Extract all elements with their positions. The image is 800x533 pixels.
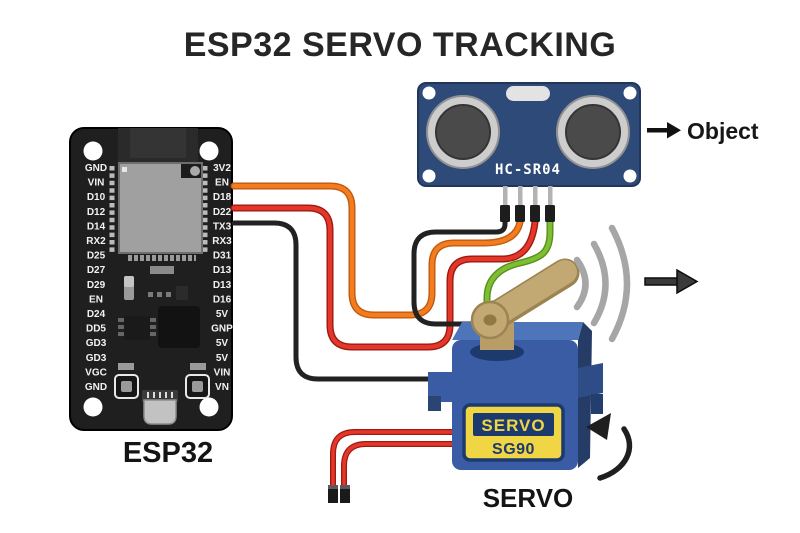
esp32-pin-label: RX2 xyxy=(86,236,106,247)
esp32-pin-label: D27 xyxy=(87,265,106,276)
esp32-pin-label: 5V xyxy=(216,338,229,349)
servo-tab-right-shadow xyxy=(591,394,603,414)
esp32-pin-label: VIN xyxy=(88,178,105,189)
hcsr04-sensor: HC-SR04 xyxy=(417,82,641,208)
esp32-pin-label: TX3 xyxy=(213,221,232,232)
servo-power-wire-outline xyxy=(330,429,459,489)
esp32-pin-label: 5V xyxy=(216,309,229,320)
esp32-pin-label: EN xyxy=(89,294,103,305)
usb-port xyxy=(142,390,178,425)
esp32-pin-label: D25 xyxy=(87,251,106,262)
mounting-hole xyxy=(623,86,637,100)
wires xyxy=(230,182,554,489)
esp32-pin-label: GD3 xyxy=(86,353,107,364)
antenna-trace xyxy=(130,128,186,158)
component-pad xyxy=(166,292,171,297)
boot-button xyxy=(185,374,210,399)
object-arrow-icon xyxy=(647,122,681,139)
wire-servo-signal-black xyxy=(231,220,455,382)
esp32-pin-label: GND xyxy=(85,163,107,174)
esp32-pin-label: DD5 xyxy=(86,324,106,335)
hcsr04-model-label: HC-SR04 xyxy=(495,162,561,178)
esp32-pin-label: D14 xyxy=(87,221,106,232)
esp32-pin-label: D22 xyxy=(213,207,232,218)
esp32-caption: ESP32 xyxy=(123,437,213,469)
esp32-pin-label: RX3 xyxy=(212,236,232,247)
esp32-pin-label: D16 xyxy=(213,294,232,305)
component-pad xyxy=(157,292,162,297)
mounting-hole xyxy=(199,141,219,161)
esp32-pin-label: VGC xyxy=(85,367,107,378)
servo-label-plate: SERVO SG90 xyxy=(462,403,565,462)
crystal-oscillator xyxy=(506,86,550,101)
servo-power-wire-outline xyxy=(341,441,459,489)
transducer-right-cone xyxy=(565,104,621,160)
servo-tab-right xyxy=(578,363,603,398)
hcsr04-pin-sleeves xyxy=(500,205,555,222)
esp32-pin-label: D24 xyxy=(87,309,106,320)
servo-power-wire-red-2 xyxy=(342,442,458,488)
esp32-pin-label: VIN xyxy=(214,367,231,378)
en-button xyxy=(114,374,139,399)
wire-gnd-green xyxy=(484,218,553,317)
wire-echo-red xyxy=(231,205,538,350)
wire-vcc-black xyxy=(411,218,508,327)
esp32-pin-label: D13 xyxy=(213,280,232,291)
esp32-pin-label: 3V2 xyxy=(213,163,231,174)
wire-trig-orange xyxy=(231,183,523,318)
transducer-left-cone xyxy=(435,104,491,160)
component-pad xyxy=(118,363,134,370)
mounting-hole xyxy=(422,169,436,183)
servo-horn xyxy=(470,258,580,340)
mounting-hole xyxy=(623,169,637,183)
esp32-pin-label: 5V xyxy=(216,353,229,364)
component-pad xyxy=(190,363,206,370)
horn-hole xyxy=(483,314,497,326)
esp32-pin-labels: GND VIN D10 D12 D14 RX2 D25 D27 D29 EN D… xyxy=(85,163,233,393)
mounting-hole xyxy=(199,397,219,417)
esp32-pin-label: VN xyxy=(215,382,229,393)
esp32-pin-label: D13 xyxy=(213,265,232,276)
esp32-chip-shield xyxy=(118,162,203,261)
esp32-pin-label: GD3 xyxy=(86,338,107,349)
servo-motor: SERVO SG90 xyxy=(428,258,603,470)
servo-caption: SERVO xyxy=(483,483,574,513)
esp32-pin-label: D18 xyxy=(213,192,232,203)
esp32-pin-label: D10 xyxy=(87,192,106,203)
esp32-pin-label: D31 xyxy=(213,251,232,262)
servo-tab-left-shadow xyxy=(428,396,441,411)
usb-uart-chip xyxy=(158,306,200,348)
servo-connector-pins xyxy=(328,485,350,503)
esp32-pin-label: GND xyxy=(85,382,107,393)
page-title: ESP32 SERVO TRACKING xyxy=(184,26,617,64)
component-pad xyxy=(148,292,153,297)
regulator-chip xyxy=(176,286,188,300)
small-ic xyxy=(118,316,156,340)
esp32-pin-label: EN xyxy=(215,178,229,189)
sonar-waves-icon xyxy=(573,224,631,343)
esp32-pin-label: D29 xyxy=(87,280,106,291)
rotation-arrow-icon xyxy=(586,413,633,481)
mounting-hole xyxy=(422,86,436,100)
servo-label-line2: SG90 xyxy=(492,441,535,458)
mounting-hole xyxy=(83,141,103,161)
esp32-board: GND VIN D10 D12 D14 RX2 D25 D27 D29 EN D… xyxy=(69,127,233,431)
servo-label-line1: SERVO xyxy=(481,416,545,435)
component-pad xyxy=(150,266,174,274)
esp32-pin-label: GNP xyxy=(211,324,233,335)
mounting-hole xyxy=(83,397,103,417)
object-label: Object xyxy=(687,118,759,144)
capacitor-top xyxy=(124,276,134,287)
esp32-pin-label: D12 xyxy=(87,207,106,218)
servo-power-wire-red-1 xyxy=(331,430,458,488)
hcsr04-pins xyxy=(503,186,553,208)
direction-arrow-icon xyxy=(644,268,699,295)
